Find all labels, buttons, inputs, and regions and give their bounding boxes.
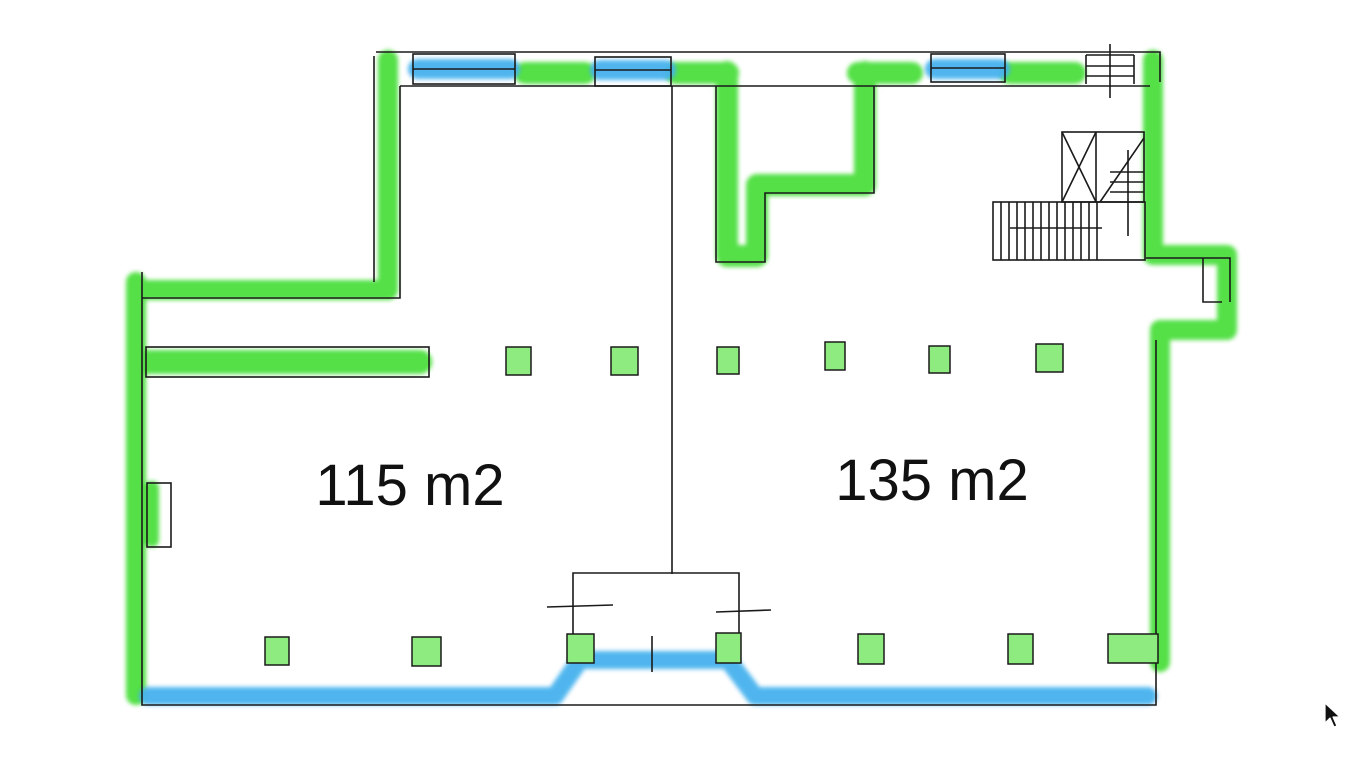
alcove-outline [146,482,172,548]
entrance-door-right [715,609,772,613]
window-frame-2 [594,56,672,87]
column [1107,633,1159,664]
column [505,346,532,376]
outline-top [373,51,1161,282]
right-bump-outline [1146,257,1231,662]
outline-top-left [142,86,401,299]
partition-outline [145,346,430,378]
entrance-vestibule [572,572,740,660]
wall-highlights [126,50,1237,705]
column [857,633,885,665]
room-area-right: 135 m2 [835,448,1028,513]
column [1035,343,1064,373]
column [610,346,639,376]
mouse-pointer-icon [1324,702,1341,728]
column [824,341,846,371]
notch-outline [715,86,875,263]
window-highlights [139,59,1157,705]
column [715,632,742,664]
column [264,636,290,666]
column [566,633,595,664]
plan-lines [141,44,1231,706]
columns [264,341,1159,667]
column [1007,633,1034,665]
room-area-left: 115 m2 [315,453,504,518]
wall-top-left-step [128,50,398,300]
outline-left [141,272,1157,706]
staircase [992,150,1146,261]
column [411,636,442,667]
wall-right-outer [1143,50,1237,672]
column [928,345,951,374]
column [716,346,740,375]
wall-inner-notch [716,61,876,267]
window-bottom-storefront [139,651,1157,705]
vent-grid [1085,44,1135,98]
entrance-door-left [546,604,614,608]
